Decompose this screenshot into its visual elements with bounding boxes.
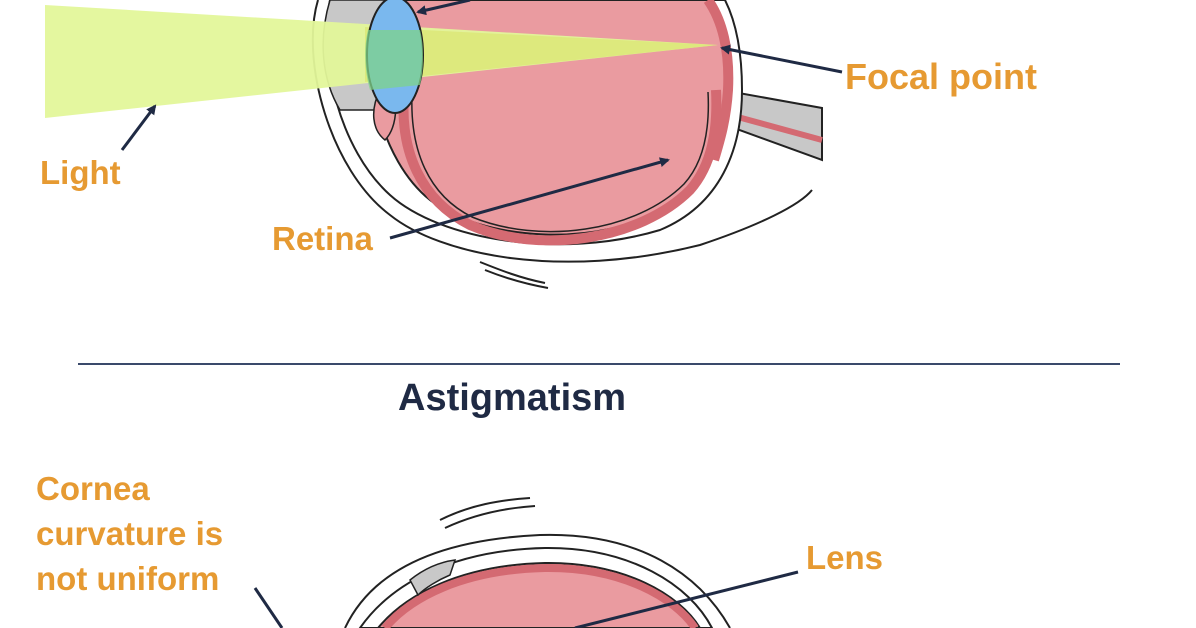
light-beam-inside [365,27,718,82]
bottom-eyelash [439,497,536,529]
retina-wall-edge [411,91,710,233]
outer-eyelid-line [311,0,813,263]
top-lens-green [365,30,423,90]
label-focal-point: Focal point [845,56,1037,97]
astigmatism-title: Astigmatism [398,377,627,419]
bottom-outer-lid [344,533,731,628]
focal-point-arrow [720,44,843,74]
label-lens: Lens [806,539,884,576]
retina-arrow [389,157,670,240]
label-cornea: Cornea curvature is not uniform [36,470,224,597]
retina-wall [398,89,722,246]
bottom-cornea [409,559,457,597]
lens-arrow [574,570,799,628]
label-retina: Retina [272,220,373,257]
light-arrow [120,104,157,151]
top-eyelash [479,261,549,289]
cornea-arrow [253,587,284,628]
lens-top-arrow [416,0,471,16]
label-light: Light [40,154,121,191]
top-eye [45,0,843,289]
back-wall [703,0,734,162]
bottom-eye [253,497,799,628]
bottom-retina-wall [381,563,699,628]
